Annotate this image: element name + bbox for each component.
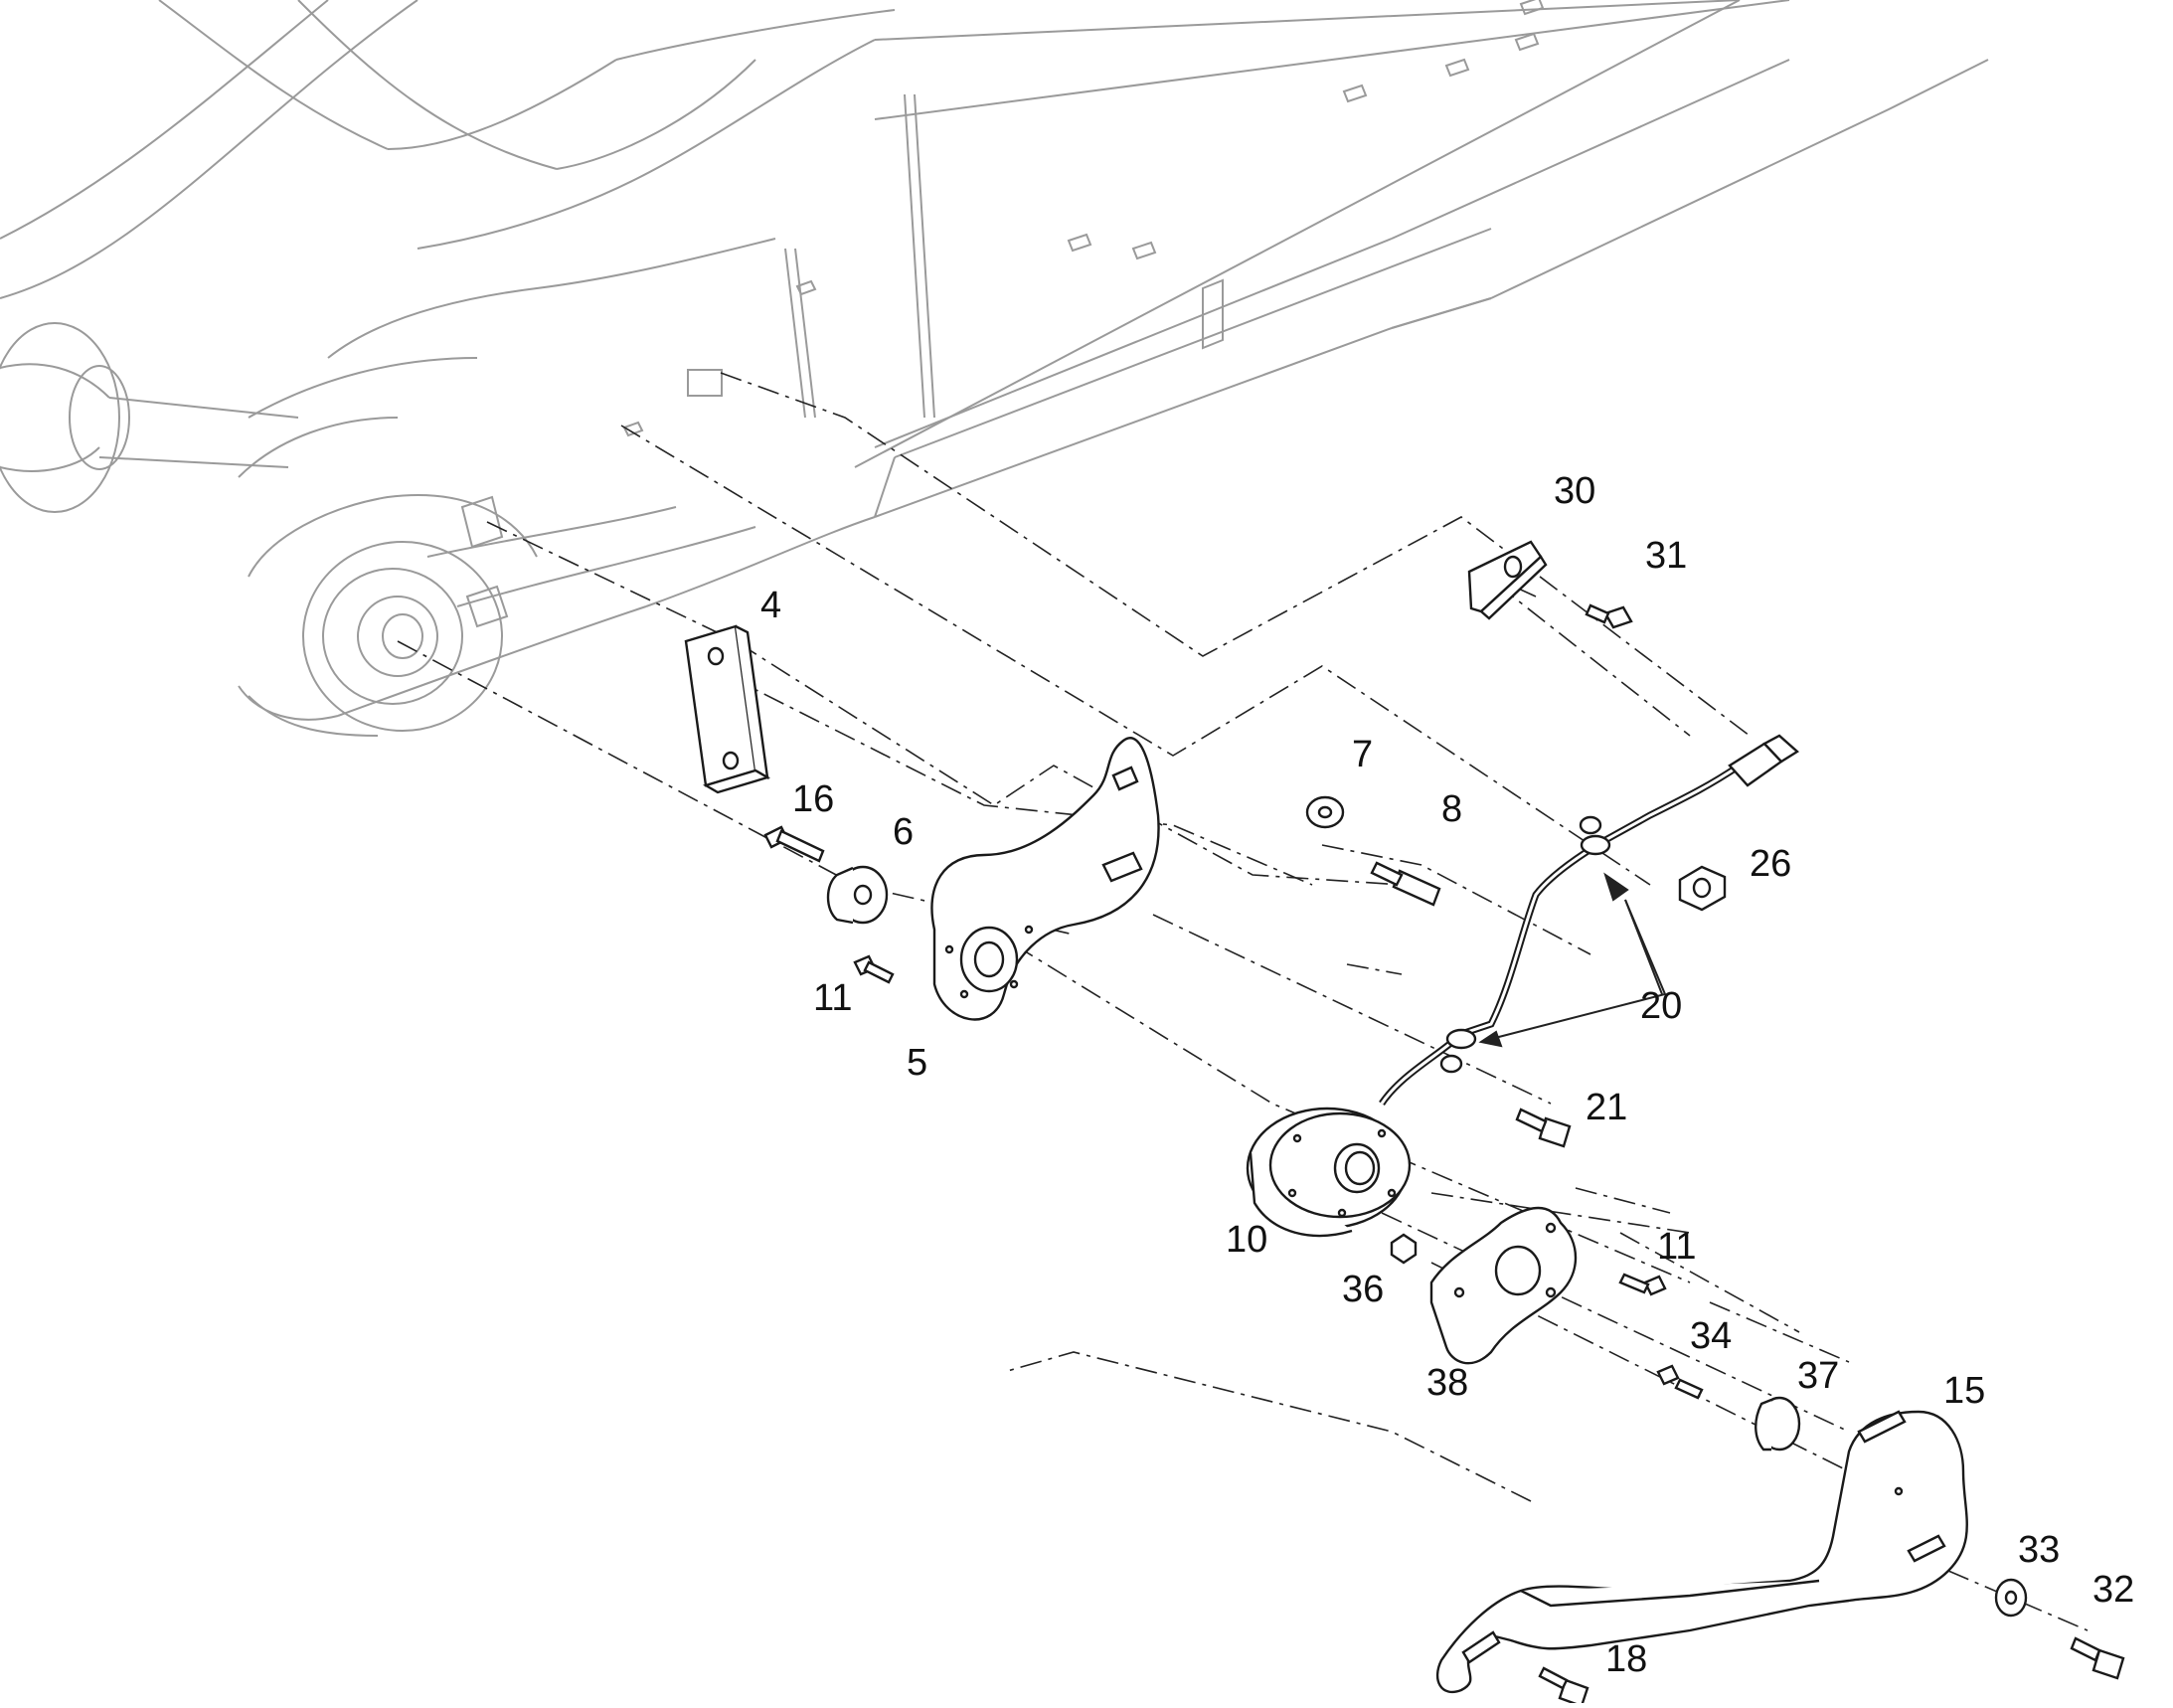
part-31-screw <box>1585 603 1633 629</box>
part-33-washer <box>1994 1578 2028 1618</box>
label-part-38: 38 <box>1426 1362 1469 1404</box>
label-part-8: 8 <box>1441 788 1463 830</box>
part-15-bracket <box>1435 1410 1968 1693</box>
part-38-plate <box>1429 1206 1578 1365</box>
part-6-bushing <box>826 865 889 925</box>
label-part-32: 32 <box>2092 1569 2135 1611</box>
label-part-37: 37 <box>1797 1355 1840 1397</box>
part-30-connector-holder <box>1467 540 1548 620</box>
label-part-10: 10 <box>1226 1219 1268 1261</box>
label-part-20: 20 <box>1640 985 1683 1027</box>
part-20-arrows <box>1478 872 1667 1048</box>
label-part-33: 33 <box>2018 1529 2061 1571</box>
label-part-11-upper: 11 <box>813 977 853 1019</box>
label-part-31: 31 <box>1645 535 1688 577</box>
label-part-4: 4 <box>760 585 782 626</box>
part-26-nut <box>1678 865 1727 912</box>
machine-boom <box>0 0 1989 737</box>
label-part-5: 5 <box>907 1042 928 1084</box>
label-part-34: 34 <box>1690 1315 1733 1357</box>
part-34-screw <box>1656 1364 1704 1400</box>
label-part-11-lower: 11 <box>1657 1226 1697 1268</box>
label-part-16: 16 <box>792 778 835 820</box>
part-5-mounting-plate <box>930 737 1160 1021</box>
label-part-30: 30 <box>1554 470 1596 512</box>
part-18-bolt <box>1538 1666 1589 1708</box>
label-part-21: 21 <box>1586 1087 1628 1128</box>
parts <box>684 540 2125 1708</box>
label-part-26: 26 <box>1750 843 1792 885</box>
part-21-screw <box>1515 1108 1572 1148</box>
part-11-screw-upper <box>853 954 895 984</box>
part-7-washer <box>1305 795 1345 829</box>
part-4-spacer-block <box>684 624 770 794</box>
part-8-bolt <box>1370 861 1441 907</box>
part-11-screw-lower <box>1618 1273 1667 1296</box>
label-part-36: 36 <box>1342 1269 1385 1310</box>
part-16-bolt <box>763 825 825 863</box>
part-10-sensor-body <box>1246 1107 1412 1238</box>
part-37-washer <box>1755 1396 1801 1452</box>
assembly-center-lines <box>397 372 2089 1631</box>
label-part-6: 6 <box>893 811 915 853</box>
label-part-18: 18 <box>1605 1638 1648 1680</box>
part-36-nut <box>1390 1233 1418 1265</box>
part-20-cable-harness <box>1379 734 1799 1107</box>
label-part-7: 7 <box>1352 734 1374 775</box>
part-32-bolt <box>2070 1636 2125 1680</box>
label-part-15: 15 <box>1943 1370 1986 1412</box>
